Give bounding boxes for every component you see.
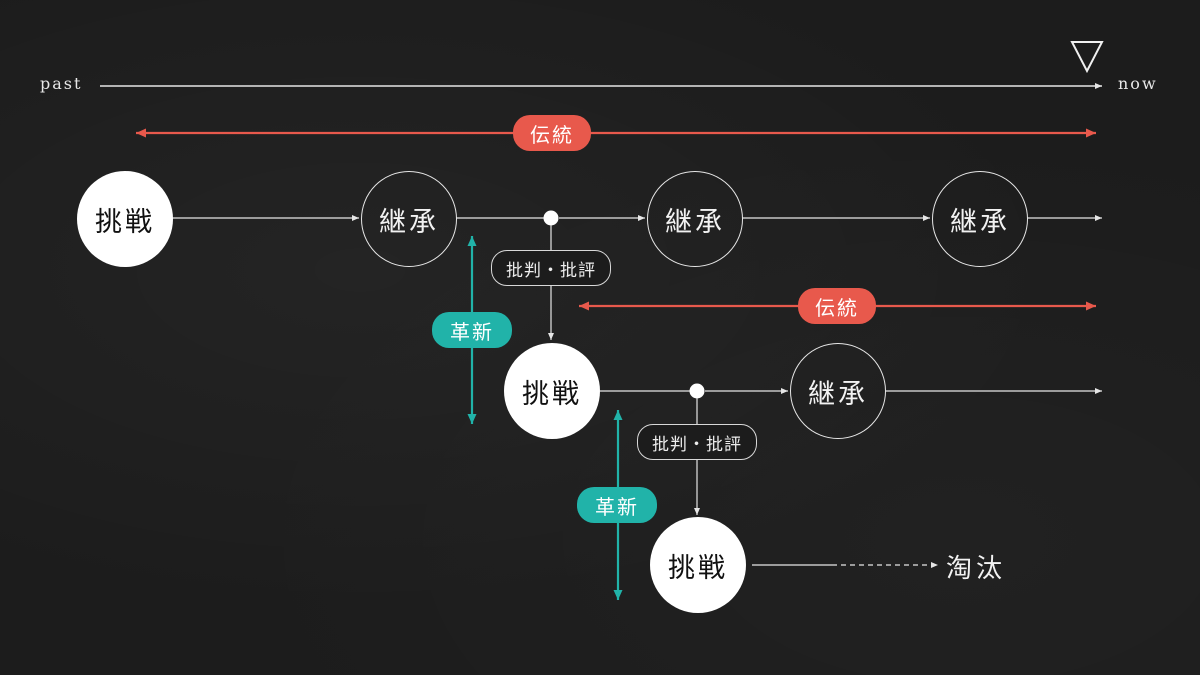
critique-label: 批判・批評 — [637, 424, 757, 460]
inheritance-node: 継承 — [361, 171, 457, 267]
tradition-label: 伝統 — [798, 288, 876, 324]
tradition-label: 伝統 — [513, 115, 591, 151]
branch-node — [543, 210, 559, 226]
elimination-label: 淘汰 — [946, 554, 1007, 584]
challenge-node: 挑戦 — [77, 171, 173, 267]
challenge-node: 挑戦 — [650, 517, 746, 613]
challenge-node: 挑戦 — [504, 343, 600, 439]
innovation-label: 革新 — [432, 312, 512, 348]
triangle-down-icon — [1070, 41, 1104, 74]
timeline-end-label: now — [1118, 74, 1158, 93]
branch-node — [689, 383, 705, 399]
inheritance-node: 継承 — [790, 343, 886, 439]
innovation-label: 革新 — [577, 487, 657, 523]
inheritance-node: 継承 — [932, 171, 1028, 267]
inheritance-node: 継承 — [647, 171, 743, 267]
timeline-start-label: past — [40, 74, 83, 93]
critique-label: 批判・批評 — [491, 250, 611, 286]
